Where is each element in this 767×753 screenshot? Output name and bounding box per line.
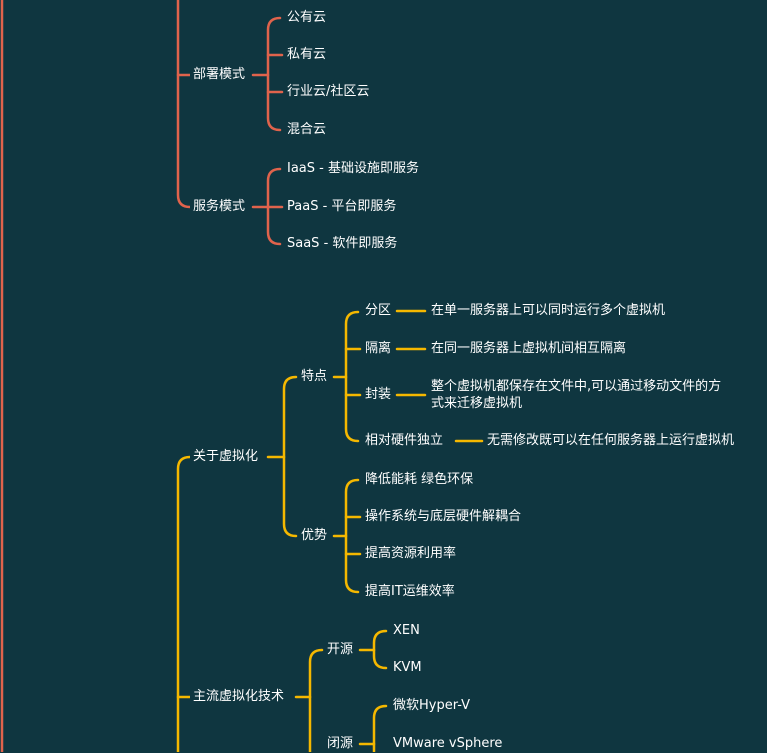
feature-partition[interactable]: 分区	[362, 302, 395, 320]
advantages-bracket	[344, 478, 360, 594]
open-item-xen[interactable]: XEN	[390, 622, 423, 640]
features-bracket	[344, 310, 360, 443]
feature-encapsulation-desc[interactable]: 整个虚拟机都保存在文件中,可以通过移动文件的方式来迁移虚拟机	[428, 378, 734, 412]
feature-partition-desc[interactable]: 在单一服务器上可以同时运行多个虚拟机	[428, 302, 669, 320]
closed-bracket	[372, 704, 388, 752]
tech-bracket	[308, 648, 324, 752]
virt-bracket	[282, 375, 298, 538]
service-item-paas[interactable]: PaaS - 平台即服务	[284, 198, 400, 216]
open-source-node[interactable]: 开源	[324, 641, 357, 659]
mainstream-tech-node[interactable]: 主流虚拟化技术	[190, 688, 288, 706]
feature-hardware-independence[interactable]: 相对硬件独立	[362, 432, 447, 450]
feature-isolation-desc[interactable]: 在同一服务器上虚拟机间相互隔离	[428, 340, 630, 358]
feature-encapsulation[interactable]: 封装	[362, 386, 395, 404]
advantages-node[interactable]: 优势	[298, 527, 331, 545]
open-item-kvm[interactable]: KVM	[390, 659, 425, 677]
advantage-utilization[interactable]: 提高资源利用率	[362, 545, 460, 563]
advantage-energy[interactable]: 降低能耗 绿色环保	[362, 471, 477, 489]
closed-item-vsphere[interactable]: VMware vSphere	[390, 735, 506, 753]
deploy-item-hybrid-cloud[interactable]: 混合云	[284, 121, 330, 139]
deploy-item-public-cloud[interactable]: 公有云	[284, 9, 330, 27]
virt-trunk	[176, 455, 192, 752]
deploy-item-community-cloud[interactable]: 行业云/社区云	[284, 83, 373, 101]
open-bracket	[372, 629, 388, 670]
virtualization-node[interactable]: 关于虚拟化	[190, 448, 262, 466]
feature-hardware-independence-desc[interactable]: 无需修改既可以在任何服务器上运行虚拟机	[484, 432, 738, 450]
service-mode-node[interactable]: 服务模式	[190, 198, 249, 216]
feature-isolation[interactable]: 隔离	[362, 340, 395, 358]
features-node[interactable]: 特点	[298, 368, 331, 386]
deploy-bracket	[266, 16, 282, 132]
service-item-iaas[interactable]: IaaS - 基础设施即服务	[284, 160, 422, 178]
advantage-ops-efficiency[interactable]: 提高IT运维效率	[362, 583, 458, 601]
deploy-mode-node[interactable]: 部署模式	[190, 66, 249, 84]
trunk-top-connector	[176, 0, 192, 209]
closed-source-node[interactable]: 闭源	[324, 735, 357, 753]
advantage-decoupling[interactable]: 操作系统与底层硬件解耦合	[362, 508, 525, 526]
deploy-item-private-cloud[interactable]: 私有云	[284, 46, 330, 64]
closed-item-hyperv[interactable]: 微软Hyper-V	[390, 697, 474, 715]
service-item-saas[interactable]: SaaS - 软件即服务	[284, 235, 401, 253]
